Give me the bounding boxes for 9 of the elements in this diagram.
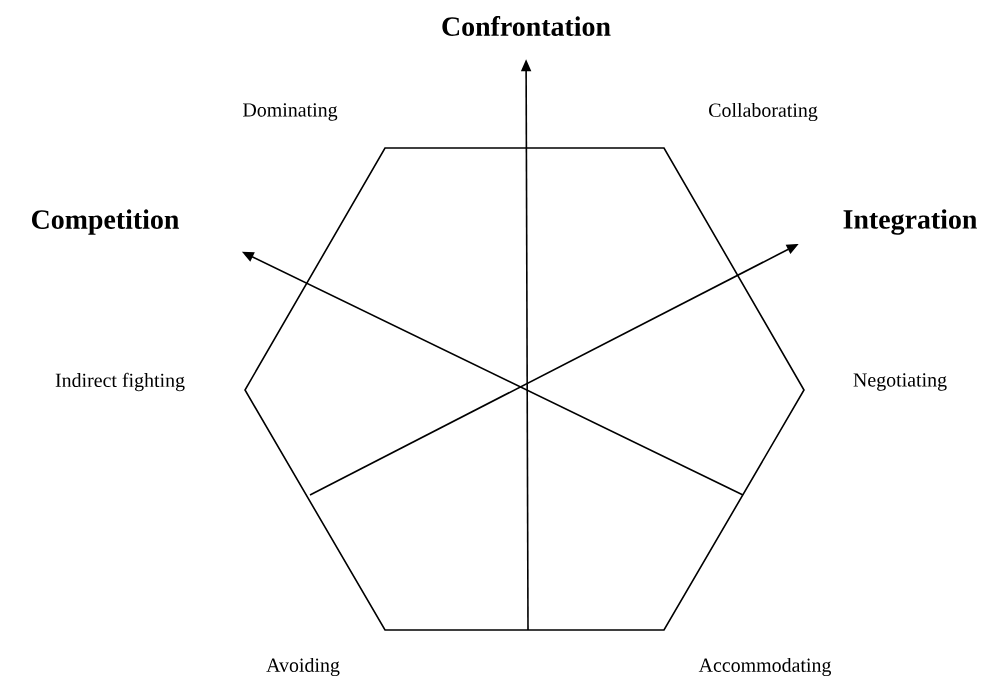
axis-label: Integration [843,209,977,235]
style-label: Avoiding [266,657,340,677]
style-label: Accommodating [698,657,832,677]
style-label: Indirect fighting [55,372,185,392]
style-label: Negotiating [853,373,947,391]
axis-label: Competition [32,209,179,235]
axis-label: Confrontation [442,16,611,36]
style-label: Collaborating [709,102,818,122]
style-label: Dominating [243,103,338,121]
